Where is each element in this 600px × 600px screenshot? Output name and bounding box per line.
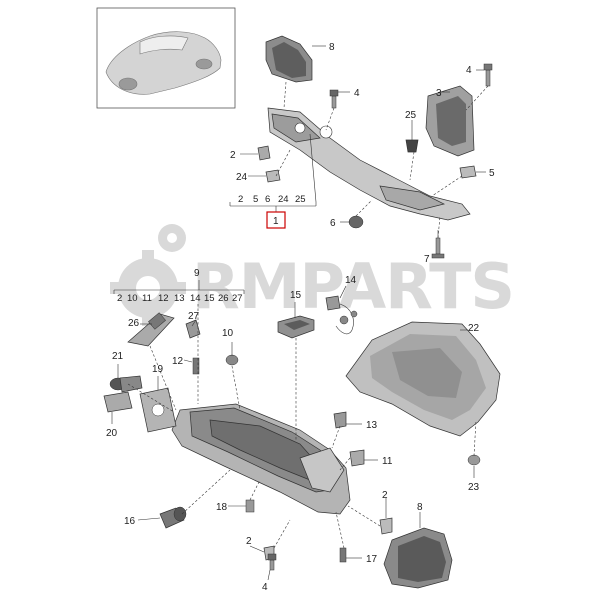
bracket-part-20 [103, 391, 133, 413]
callout-2-bottom-left: 2 [246, 536, 252, 547]
clip-part-13 [333, 411, 347, 429]
callout-14: 14 [345, 275, 357, 286]
top-leaders [229, 45, 489, 239]
plate-part-19 [139, 387, 177, 433]
group-top-item: 24 [278, 194, 289, 205]
watermark-gear-icon [110, 224, 186, 326]
callout-5: 5 [489, 168, 495, 179]
callout-4-top: 4 [466, 65, 472, 76]
lock-part-16 [159, 506, 187, 529]
group-bottom-item: 2 [117, 293, 122, 304]
group-legend-top: 2 5 6 24 25 1 [238, 194, 306, 229]
callout-3: 3 [436, 88, 442, 99]
callout-15: 15 [290, 290, 302, 301]
clip-part-2-top [257, 145, 271, 161]
callout-24: 24 [236, 172, 248, 183]
callout-25: 25 [405, 110, 417, 121]
callout-2-top: 2 [230, 150, 236, 161]
clip-part-24 [265, 169, 281, 183]
callout-12: 12 [172, 356, 184, 367]
callout-8-bottom: 8 [417, 502, 423, 513]
callout-4-bottom: 4 [262, 582, 268, 593]
group-legend-bottom: 9 2 10 11 12 13 14 15 26 27 [113, 268, 245, 304]
callout-21: 21 [112, 351, 124, 362]
group-bottom-item: 11 [142, 293, 152, 304]
glovebox-part [171, 403, 351, 515]
clip-part-5 [459, 165, 477, 179]
cover-part-8-bottom [383, 527, 453, 589]
group-bottom-item: 12 [158, 293, 169, 304]
callout-27: 27 [188, 311, 200, 322]
nut-part-6 [348, 215, 364, 229]
callout-22: 22 [468, 323, 480, 334]
callout-23: 23 [468, 482, 480, 493]
screw-part-4-top [483, 63, 493, 87]
bottom-leaders [111, 285, 477, 581]
group-bottom-item: 14 [190, 293, 201, 304]
latch-part-14 [325, 295, 358, 335]
callout-6: 6 [330, 218, 336, 229]
clip-part-25 [405, 139, 419, 153]
screw-part-4-bottom [267, 553, 277, 571]
callout-2-bottom-right: 2 [382, 490, 388, 501]
group-bottom-item: 10 [127, 293, 138, 304]
screw-part-4-mid [329, 89, 339, 109]
bracket-part-27 [185, 319, 201, 339]
car-icon [105, 31, 222, 95]
group-top-item: 5 [253, 194, 258, 205]
screw-part-17 [339, 547, 347, 563]
callout-17: 17 [366, 554, 378, 565]
switch-part-15 [277, 315, 315, 339]
clip-part-11 [349, 449, 365, 467]
clip-part-2-bottom-right [379, 517, 393, 535]
motor-part-21 [109, 375, 143, 393]
callout-26: 26 [128, 318, 140, 329]
callout-16: 16 [124, 516, 136, 527]
upper-bracket-part [267, 107, 471, 221]
callout-9: 9 [194, 268, 200, 279]
callout-18: 18 [216, 502, 228, 513]
group-bottom-item: 26 [218, 293, 229, 304]
bolt-part-7 [431, 237, 445, 259]
group-top-item: 25 [295, 194, 306, 205]
group-bottom-item: 13 [174, 293, 185, 304]
group-top-item: 6 [265, 194, 270, 205]
grommet-part-23 [467, 454, 481, 466]
highlight-box [266, 211, 286, 229]
group-top-item: 2 [238, 194, 243, 205]
watermark: RMPARTS [110, 224, 515, 326]
cylinder-part-26 [127, 312, 175, 347]
callout-13: 13 [366, 420, 378, 431]
car-thumbnail [96, 7, 236, 109]
callout-8-top: 8 [329, 42, 335, 53]
callout-1: 1 [273, 216, 279, 227]
callout-10: 10 [222, 328, 234, 339]
tray-part-22 [345, 321, 501, 437]
callout-7: 7 [424, 254, 430, 265]
grommet-part-10 [225, 354, 239, 366]
callout-4-mid: 4 [354, 88, 360, 99]
clip-part-18 [245, 499, 255, 513]
callout-20: 20 [106, 428, 118, 439]
callout-19: 19 [152, 364, 164, 375]
cover-part-8-top [265, 35, 313, 83]
callout-11: 11 [382, 456, 393, 467]
panel-part-3 [425, 85, 475, 157]
screw-part-12 [192, 357, 200, 375]
group-bottom-item: 15 [204, 293, 215, 304]
group-bottom-item: 27 [232, 293, 243, 304]
